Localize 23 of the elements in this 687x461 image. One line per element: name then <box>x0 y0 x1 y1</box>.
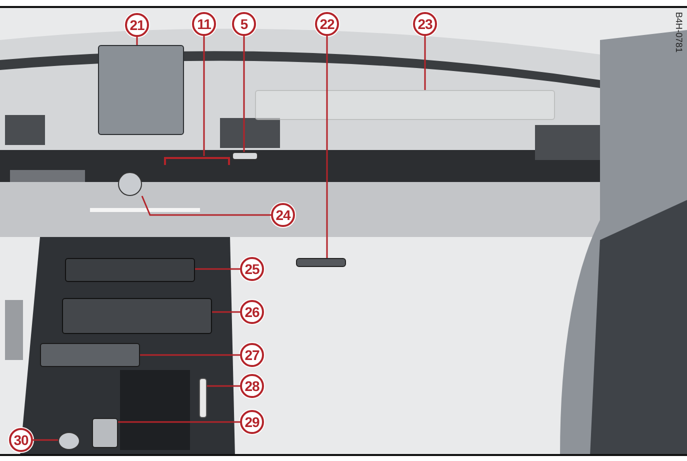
climate-control-panel <box>65 258 195 282</box>
leader-line <box>207 385 241 387</box>
light-strip <box>199 378 207 418</box>
leader-line <box>195 268 241 270</box>
display-screen <box>98 45 184 135</box>
leader-line <box>212 311 241 313</box>
leader-line <box>140 354 241 356</box>
leader-line <box>424 35 426 90</box>
leader-line <box>136 36 138 45</box>
leader-line <box>243 35 245 152</box>
gear-selector <box>40 343 140 367</box>
figure-code: B4H-0781 <box>674 12 684 53</box>
switch-control <box>232 152 258 160</box>
dashboard-pad <box>255 90 555 120</box>
control-panel <box>62 298 212 334</box>
leader-line <box>141 196 272 216</box>
leader-line <box>32 439 58 441</box>
button-group-bracket <box>163 156 229 164</box>
switch-control <box>92 418 118 448</box>
glovebox-handle <box>296 258 346 267</box>
leader-line <box>118 421 241 423</box>
leader-line <box>203 35 205 156</box>
leader-line <box>326 35 328 258</box>
